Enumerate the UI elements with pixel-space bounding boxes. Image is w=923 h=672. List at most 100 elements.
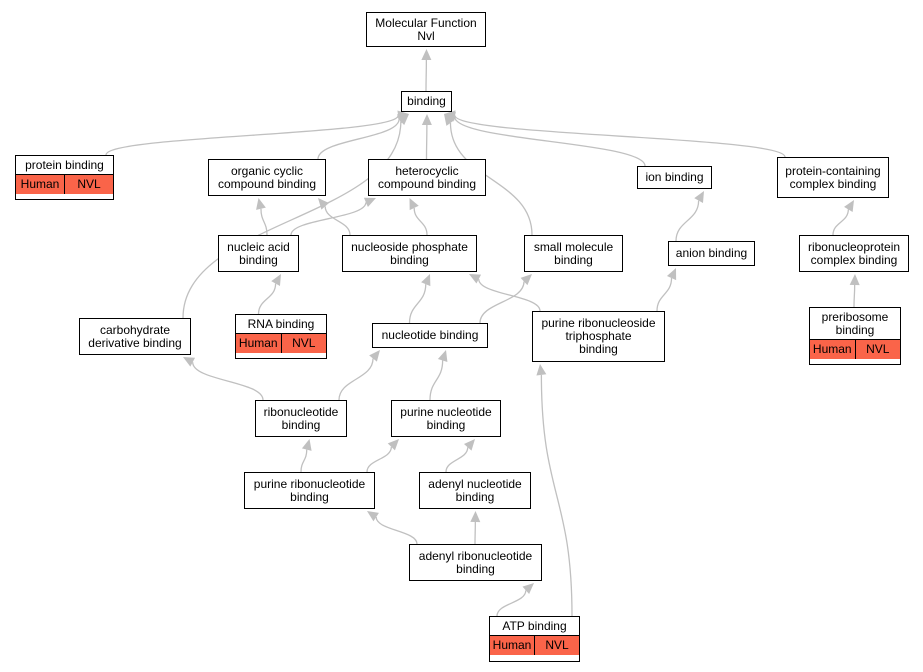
- node-adenyl-nucleotide-binding[interactable]: adenyl nucleotide binding: [419, 472, 531, 509]
- node-rna-binding[interactable]: RNA binding Human NVL: [235, 314, 327, 359]
- tag-nvl: NVL: [280, 334, 326, 353]
- node-atp-binding[interactable]: ATP binding Human NVL: [489, 616, 580, 662]
- arrowhead-ribonucleotide-to-nucleotide_binding: [369, 350, 380, 362]
- node-label: carbohydrate derivative binding: [88, 322, 182, 350]
- tag-human: Human: [810, 340, 855, 359]
- node-label: Molecular Function Nvl: [375, 15, 477, 43]
- node-label: protein-containing complex binding: [785, 163, 881, 191]
- node-nucleic-acid-binding[interactable]: nucleic acid binding: [218, 235, 299, 272]
- arrowhead-purine_ribonucleotide-to-purine_nucleotide: [387, 439, 399, 451]
- tag-human: Human: [236, 334, 281, 353]
- arrowhead-rna_binding-to-nucleic_acid: [271, 274, 281, 287]
- arrowhead-adenyl_ribonucleotide-to-purine_ribonucleotide: [367, 511, 379, 522]
- arrowhead-ribonucleotide-to-carbohydrate: [183, 357, 196, 367]
- arrowhead-purine_ribonucleoside_tp-to-anion_binding: [666, 268, 677, 281]
- arrowhead-atp_binding-to-purine_ribonucleoside_tp: [536, 364, 547, 376]
- tag-row: Human NVL: [810, 339, 900, 359]
- node-label: nucleoside phosphate binding: [351, 239, 468, 267]
- edge-nucleoside_phosphate-to-heterocyclic: [413, 207, 428, 236]
- node-label: anion binding: [675, 246, 748, 260]
- node-label: RNA binding: [247, 317, 315, 331]
- arrowhead-atp_binding-to-adenyl_ribonucleotide: [522, 583, 534, 595]
- node-purine-nucleotide-binding[interactable]: purine nucleotide binding: [391, 400, 501, 437]
- edge-nucleoside_phosphate-to-organic_cyclic: [324, 206, 351, 236]
- node-label: ribonucleotide binding: [263, 404, 339, 432]
- node-label: purine ribonucleoside triphosphate bindi…: [541, 316, 656, 356]
- edge-ribonucleotide-to-carbohydrate: [192, 362, 264, 401]
- node-label: binding: [407, 94, 446, 108]
- arrowhead-purine_ribonucleotide-to-ribonucleotide: [301, 439, 312, 451]
- arrowhead-carbohydrate-to-binding: [397, 114, 409, 126]
- node-anion-binding[interactable]: anion binding: [668, 241, 755, 266]
- edge-nucleotide_binding-to-nucleoside_phosphate: [408, 284, 427, 324]
- edge-nucleic_acid-to-organic_cyclic: [260, 208, 268, 236]
- edge-purine_ribonucleotide-to-ribonucleotide: [300, 449, 308, 473]
- edge-adenyl_ribonucleotide-to-purine_ribonucleotide: [375, 516, 418, 545]
- edge-small_molecule-to-binding: [449, 122, 533, 236]
- arrowhead-heterocyclic-to-binding: [421, 114, 432, 126]
- node-protein-binding[interactable]: protein binding Human NVL: [15, 155, 114, 200]
- node-label: ion binding: [645, 170, 704, 184]
- node-label: purine nucleotide binding: [400, 404, 492, 432]
- node-purine-ribonucleotide-binding[interactable]: purine ribonucleotide binding: [244, 472, 375, 509]
- node-small-molecule-binding[interactable]: small molecule binding: [524, 235, 623, 272]
- arrowhead-adenyl_ribonucleotide-to-adenyl_nucleotide: [470, 511, 481, 523]
- arrowhead-nucleic_acid-to-organic_cyclic: [256, 198, 266, 210]
- node-ribonucleoprotein-complex-binding[interactable]: ribonucleoprotein complex binding: [799, 235, 909, 272]
- node-molecular-function-nvl[interactable]: Molecular Function Nvl: [366, 12, 486, 47]
- arrowhead-adenyl_nucleotide-to-purine_nucleotide: [463, 439, 475, 451]
- node-label: preribosome binding: [821, 310, 889, 337]
- edge-protein_complex-to-binding: [454, 114, 786, 158]
- node-label: nucleic acid binding: [227, 239, 290, 267]
- edge-rna_binding-to-nucleic_acid: [257, 283, 277, 315]
- edge-atp_binding-to-adenyl_ribonucleotide: [496, 590, 527, 617]
- edge-organic_cyclic-to-binding: [317, 118, 400, 160]
- edge-protein_binding-to-binding: [105, 114, 399, 156]
- node-nucleotide-binding[interactable]: nucleotide binding: [372, 323, 488, 348]
- node-ion-binding[interactable]: ion binding: [637, 166, 712, 189]
- edge-atp_binding-to-purine_ribonucleoside_tp: [540, 374, 573, 617]
- arrowhead-nucleotide_binding-to-small_molecule: [520, 274, 532, 286]
- arrowhead-nucleic_acid-to-heterocyclic: [363, 197, 376, 207]
- tag-row: Human NVL: [490, 635, 579, 655]
- tag-nvl: NVL: [534, 636, 579, 655]
- arrowhead-binding-to-mf_nvl: [421, 49, 432, 61]
- edge-ribonucleotide-to-nucleotide_binding: [338, 358, 374, 401]
- node-preribosome-binding[interactable]: preribosome binding Human NVL: [809, 307, 901, 365]
- node-purine-ribonucleoside-triphosphate-binding[interactable]: purine ribonucleoside triphosphate bindi…: [532, 311, 665, 362]
- node-binding[interactable]: binding: [401, 91, 452, 112]
- node-label: ribonucleoprotein complex binding: [807, 239, 901, 267]
- node-label: adenyl nucleotide binding: [428, 476, 522, 504]
- tag-row: Human NVL: [16, 174, 113, 194]
- arrowhead-purine_nucleotide-to-nucleotide_binding: [437, 350, 448, 363]
- arrowhead-nucleoside_phosphate-to-heterocyclic: [409, 198, 419, 211]
- node-label: organic cyclic compound binding: [217, 163, 317, 191]
- node-protein-containing-complex-binding[interactable]: protein-containing complex binding: [777, 157, 889, 198]
- edge-nucleic_acid-to-heterocyclic: [290, 202, 367, 236]
- node-label: adenyl ribonucleotide binding: [418, 548, 533, 576]
- arrowhead-small_molecule-to-binding: [444, 114, 455, 126]
- node-label: ATP binding: [502, 619, 567, 633]
- tag-row: Human NVL: [236, 333, 326, 353]
- edge-nucleotide_binding-to-small_molecule: [479, 281, 525, 324]
- edge-purine_ribonucleoside_tp-to-anion_binding: [656, 278, 673, 312]
- node-organic-cyclic-compound-binding[interactable]: organic cyclic compound binding: [208, 159, 326, 196]
- node-ribonucleotide-binding[interactable]: ribonucleotide binding: [255, 400, 347, 437]
- arrowhead-ribonucleoprotein-to-protein_complex: [844, 200, 854, 213]
- node-label: nucleotide binding: [381, 328, 479, 342]
- edge-ribonucleoprotein-to-protein_complex: [832, 209, 849, 236]
- node-label: purine ribonucleotide binding: [253, 476, 366, 504]
- arrowhead-protein_complex-to-binding: [444, 110, 456, 121]
- edge-preribosome-to-ribonucleoprotein: [853, 284, 856, 308]
- node-adenyl-ribonucleotide-binding[interactable]: adenyl ribonucleotide binding: [409, 544, 542, 581]
- arrowhead-nucleotide_binding-to-nucleoside_phosphate: [421, 274, 431, 287]
- tag-human: Human: [16, 175, 64, 194]
- tag-nvl: NVL: [64, 175, 113, 194]
- node-carbohydrate-derivative-binding[interactable]: carbohydrate derivative binding: [79, 318, 191, 355]
- node-nucleoside-phosphate-binding[interactable]: nucleoside phosphate binding: [342, 235, 477, 272]
- edge-purine_ribonucleotide-to-purine_nucleotide: [366, 446, 392, 473]
- node-heterocyclic-compound-binding[interactable]: heterocyclic compound binding: [368, 159, 486, 196]
- edge-adenyl_nucleotide-to-purine_nucleotide: [445, 447, 469, 473]
- edge-purine_ribonucleoside_tp-to-nucleoside_phosphate: [478, 278, 541, 312]
- arrowhead-nucleoside_phosphate-to-organic_cyclic: [318, 198, 329, 210]
